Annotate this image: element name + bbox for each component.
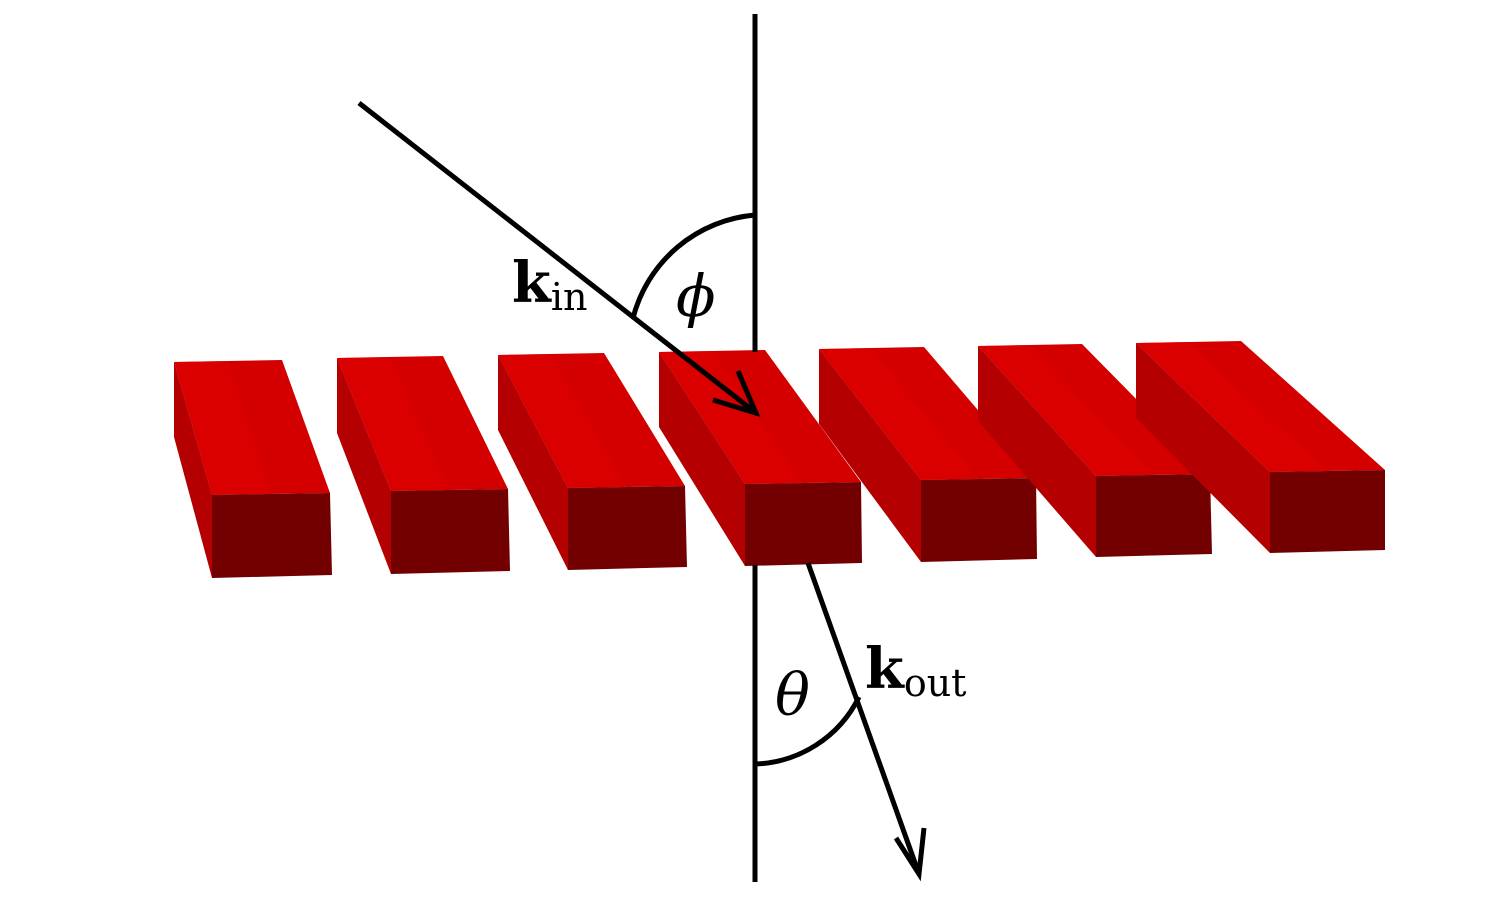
bar-left-face [659, 352, 745, 566]
bar-front-face [921, 478, 1037, 562]
incoming-arrowhead [712, 370, 761, 417]
bar-front-face [212, 493, 332, 578]
theta-angle-arc [754, 695, 862, 767]
grating-bar [498, 353, 687, 570]
grating-bar [978, 344, 1212, 557]
bar-top-highlight [498, 354, 627, 488]
grating-bar [659, 350, 862, 566]
incoming-ray [357, 101, 758, 415]
bar-front-face [568, 486, 687, 570]
bar-left-face [1136, 343, 1270, 553]
bar-top-highlight [819, 348, 979, 480]
bar-top-highlight [659, 351, 803, 484]
bar-front-face [391, 489, 510, 574]
bar-top-highlight [337, 357, 450, 491]
bar-left-face [174, 362, 212, 578]
bar-top-highlight [978, 345, 1153, 476]
outgoing-ray [805, 562, 922, 875]
k-in-label: kin [512, 250, 587, 319]
bar-left-face [819, 349, 921, 562]
theta-label: θ [775, 661, 810, 729]
outgoing-arrowhead [893, 827, 927, 882]
bar-top-highlight [1136, 342, 1328, 472]
bar-top-highlight [174, 361, 271, 495]
bar-left-face [498, 355, 568, 570]
phi-label: ϕ [676, 262, 716, 330]
bar-front-face [1096, 474, 1212, 557]
k-out-label: kout [865, 636, 966, 705]
bar-left-face [978, 346, 1096, 557]
phi-angle-arc [630, 212, 756, 319]
grating-bar [337, 356, 510, 574]
grating [174, 341, 1385, 578]
bar-left-face [337, 358, 391, 574]
grating-bar [1136, 341, 1385, 553]
bar-front-face [745, 482, 862, 566]
bar-front-face [1270, 470, 1385, 553]
grating-bar [819, 347, 1037, 562]
grating-bar [174, 360, 332, 578]
